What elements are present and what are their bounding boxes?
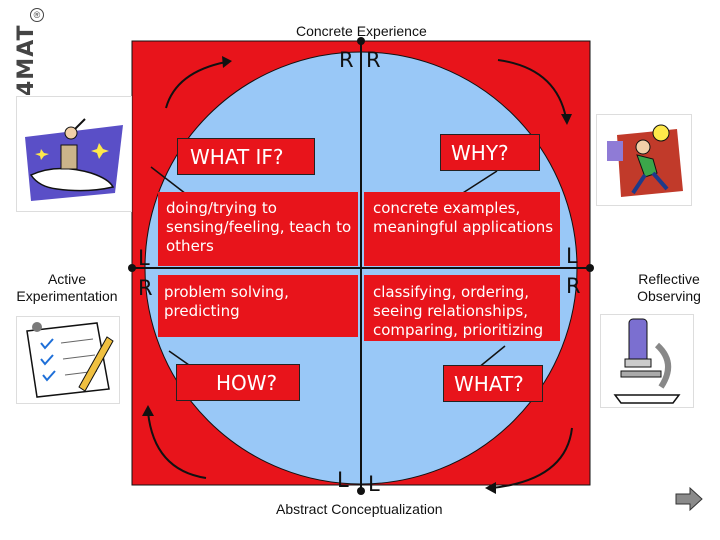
bottom-l-marker-right: L xyxy=(368,472,380,496)
checklist-clipart xyxy=(16,316,120,404)
left-r-marker: R xyxy=(138,276,153,300)
next-slide-button[interactable] xyxy=(674,486,704,512)
microscope-icon xyxy=(601,315,693,407)
bottom-axis-dot xyxy=(357,487,365,495)
lower-right-quadrant-text: classifying, ordering, seeing relationsh… xyxy=(364,275,560,341)
flying-person-icon xyxy=(17,97,131,211)
bottom-l-marker-left: L xyxy=(337,468,349,492)
flying-person-clipart xyxy=(16,96,132,212)
reflective-observing-label: Reflective Observing xyxy=(626,271,712,305)
what-if-box: WHAT IF? xyxy=(177,138,315,175)
upper-left-quadrant-text: doing/trying to sensing/feeling, teach t… xyxy=(158,192,358,266)
what-box: WHAT? xyxy=(443,365,543,402)
why-box: WHY? xyxy=(440,134,540,171)
left-l-marker: L xyxy=(138,246,150,270)
top-r-marker-left: R xyxy=(339,48,354,72)
checklist-icon xyxy=(17,317,119,403)
right-l-marker: L xyxy=(566,244,578,268)
right-r-marker: R xyxy=(566,274,581,298)
right-axis-dot xyxy=(586,264,594,272)
top-r-marker-right: R xyxy=(366,48,381,72)
active-experimentation-label: Active Experimentation xyxy=(10,271,124,305)
left-axis-dot xyxy=(128,264,136,272)
concrete-experience-label: Concrete Experience xyxy=(296,23,427,39)
lower-left-quadrant-text: problem solving, predicting xyxy=(158,275,358,337)
upper-right-quadrant-text: concrete examples, meaningful applicatio… xyxy=(364,192,560,266)
how-box: HOW? xyxy=(176,364,300,401)
running-person-icon xyxy=(597,115,691,205)
next-arrow-icon xyxy=(674,486,704,512)
microscope-clipart xyxy=(600,314,694,408)
abstract-conceptualization-label: Abstract Conceptualization xyxy=(276,501,443,517)
running-person-clipart xyxy=(596,114,692,206)
